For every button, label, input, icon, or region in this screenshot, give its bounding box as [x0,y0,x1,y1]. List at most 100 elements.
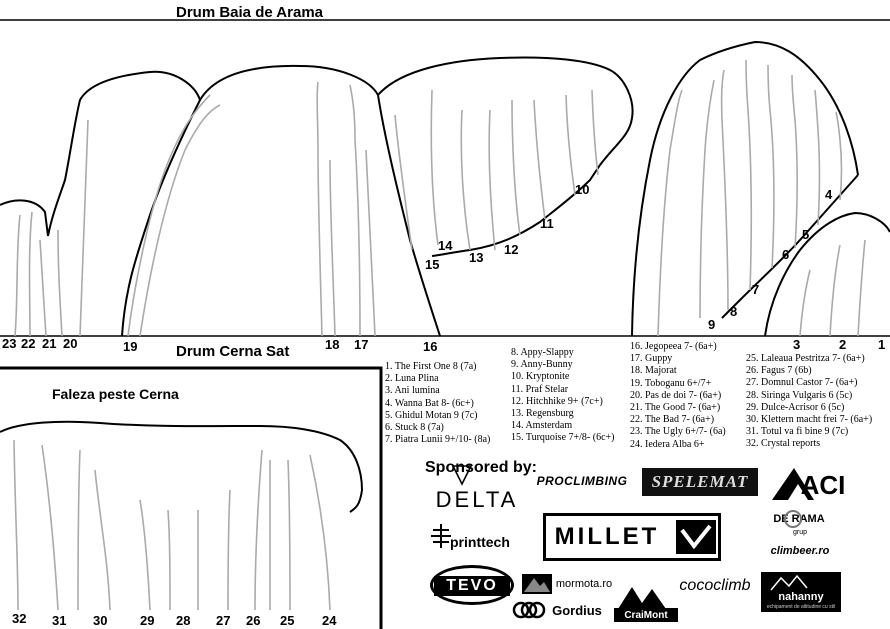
proclimbing-logo: PROCLIMBING [536,474,628,488]
craimont-mountain-icon [618,585,674,609]
legend-item: 15. Turquoise 7+/8- (6c+) [511,432,615,444]
millet-emblem-icon [676,520,716,554]
route-number: 22 [21,336,36,351]
aci-logo: ACI [800,469,846,500]
route-number: 4 [825,187,833,202]
legend-item: 11. Praf Stelar [511,383,569,395]
route-number: 12 [504,242,519,257]
cococlimb-logo: cococlimb [679,577,751,594]
route-number: 32 [12,611,27,626]
route-number: 29 [140,613,155,628]
rock-outline-central [199,64,441,337]
legend-item: 3. Ani lumina [385,385,440,397]
rock-outline-right [631,40,859,337]
legend-item: 17. Guppy [630,353,673,365]
route-number: 25 [280,613,295,628]
road-title-top: Drum Baia de Arama [176,4,323,21]
route-number: 19 [123,339,138,354]
legend-item: 22. The Bad 7- (6a+) [630,414,715,426]
legend-item: 26. Fagus 7 (6b) [746,365,812,377]
route-number: 15 [425,257,440,272]
legend-item: 27. Domnul Castor 7- (6a+) [746,377,858,389]
legend-column-1: 1. The First One 8 (7a) 2. Luna Plina 3.… [385,361,490,446]
legend-item: 21. The Good 7- (6a+) [630,401,721,413]
route-lines-upper [14,59,866,337]
delta-logo: DELTA [435,487,519,512]
legend-item: 29. Dulce-Acrisor 6 (5c) [746,401,845,413]
legend-item: 4. Wanna Bat 8- (6c+) [385,397,474,409]
route-number: 1 [878,337,886,352]
legend-item: 20. Pas de doi 7- (6a+) [630,389,722,401]
route-number: 7 [752,282,760,297]
legend-item: 14. Amsterdam [511,420,573,432]
mormota-logo: mormota.ro [555,578,613,590]
route-number: 2 [839,337,847,352]
route-number: 27 [216,613,231,628]
legend-item: 32. Crystal reports [746,438,821,450]
legend-item: 31. Totul va fi bine 9 (7c) [746,426,849,438]
legend-item: 23. The Ugly 6+/7- (6a) [630,426,726,438]
mormota-mountain-icon [522,574,552,594]
printtech-icon [430,522,452,550]
route-number: 18 [325,337,340,352]
legend-item: 13. Regensburg [511,407,574,419]
printtech-logo: printtech [450,534,510,550]
millet-logo: MILLET [554,523,660,550]
legend-item: 9. Anny-Bunny [511,359,573,371]
nahanny-frame [761,572,841,612]
route-number: 14 [438,238,453,253]
route-line-ramp [721,174,859,319]
nahanny-logo: nahanny [778,591,824,603]
legend-item: 28. Siringa Vulgaris 6 (5c) [746,389,853,401]
nahanny-sub: echipament de altitudine cu stil [766,604,836,610]
delta-triangle-icon [452,464,472,486]
legend-item: 1. The First One 8 (7a) [385,361,477,372]
route-number: 8 [730,304,738,319]
road-title-middle: Drum Cerna Sat [176,343,290,360]
legend-item: 16. Jegopeea 7- (6a+) [630,341,717,352]
spelemat-logo: SPELEMAT [642,468,758,496]
legend-item: 6. Stuck 8 (7a) [385,421,444,433]
route-number: 28 [176,613,191,628]
legend-item: 24. Iedera Alba 6+ [630,438,705,450]
legend-item: 2. Luna Plina [385,373,439,385]
deorama-circle-icon [784,510,802,528]
legend-column-2: 8. Appy-Slappy 9. Anny-Bunny 10. Krypton… [511,347,615,445]
route-number: 16 [423,339,438,354]
route-number: 26 [246,613,261,628]
legend-item: 25. Laleaua Pestritza 7- (6a+) [746,353,865,364]
legend-item: 5. Ghidul Motan 9 (7c) [385,409,478,421]
legend-item: 8. Appy-Slappy [511,347,574,358]
rock-outline-cave [377,56,634,257]
legend-item: 12. Hitchhike 9+ (7c+) [511,395,603,407]
aci-mountain-icon [772,466,848,502]
route-number: 30 [93,613,108,628]
rock-outline-far-right [764,211,890,337]
route-lines-lower [13,439,331,611]
route-number: 5 [802,227,810,242]
gordius-knot-icon [512,600,546,620]
route-number: 13 [469,250,484,265]
climbeer-logo: climbeer.ro [770,545,830,557]
route-number: 31 [52,613,67,628]
route-number: 21 [42,336,57,351]
route-number: 20 [63,336,78,351]
sponsors-title: Sponsored by: [425,459,538,476]
route-number: 23 [2,336,17,351]
tevo-logo: TEVO [434,576,510,596]
deorama-sub: grup [792,528,807,536]
craimont-logo: CraiMont [614,608,678,622]
route-number: 6 [782,247,790,262]
route-number: 24 [322,613,337,628]
route-number: 11 [540,216,554,231]
nahanny-mountain-icon [770,574,808,591]
rock-outline-lower [0,420,364,513]
legend-item: 18. Majorat [630,365,677,377]
sector-frame [0,366,383,629]
legend-column-4: 25. Laleaua Pestritza 7- (6a+) 26. Fagus… [746,353,872,451]
legend-column-3: 16. Jegopeea 7- (6a+) 17. Guppy 18. Majo… [630,341,726,451]
sector-title: Faleza peste Cerna [52,386,179,402]
legend-item: 19. Toboganu 6+/7+ [630,377,712,389]
rock-outline-left [0,70,202,337]
